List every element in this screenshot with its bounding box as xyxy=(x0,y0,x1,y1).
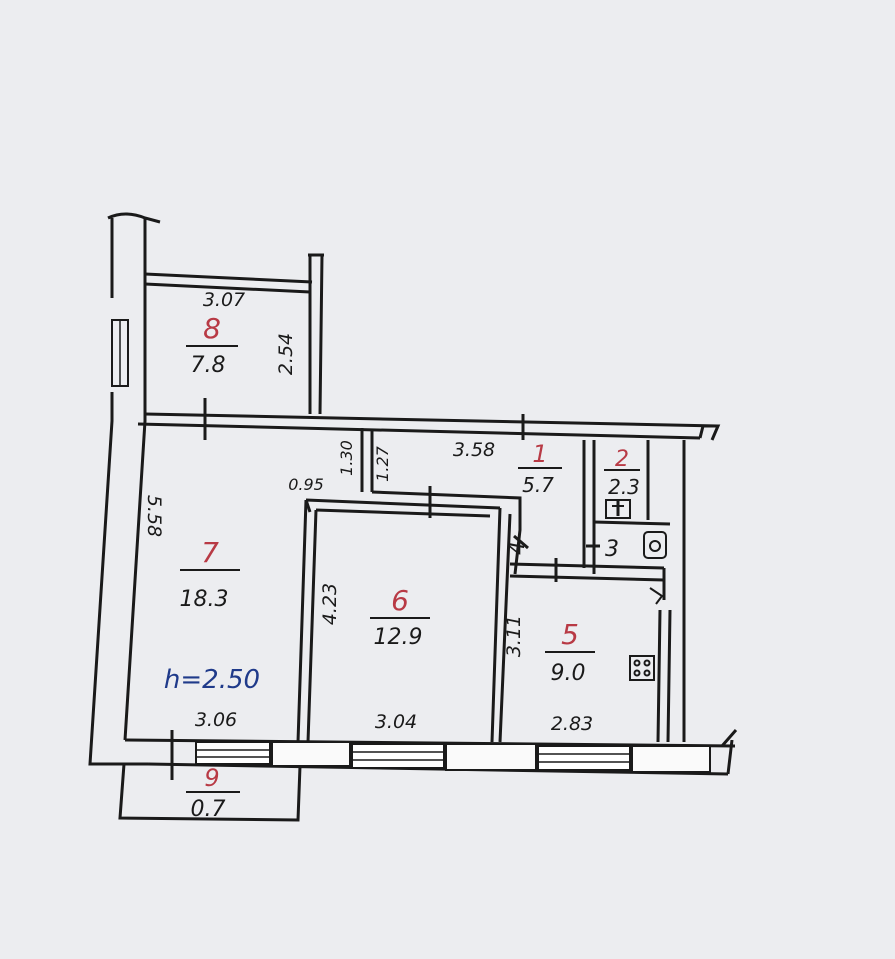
room-number-5: 5 xyxy=(561,618,579,651)
room-area-7: 18.3 xyxy=(180,587,229,612)
window-room7 xyxy=(195,741,271,765)
room-number-9: 9 xyxy=(204,764,219,792)
toilet-icon xyxy=(605,499,631,519)
dim-room7-depth: 5.58 xyxy=(143,495,165,537)
wall-pier-2 xyxy=(445,743,537,771)
dim-corridor-length: 3.58 xyxy=(453,439,495,461)
room1-west-wall xyxy=(371,490,522,575)
room-number-1: 1 xyxy=(532,440,547,468)
room6-top-wall xyxy=(304,498,501,518)
room-area-2: 2.3 xyxy=(608,475,640,499)
balcony-outline xyxy=(118,763,302,822)
south-wall-end xyxy=(720,729,738,775)
room8-top-wall xyxy=(144,272,313,284)
dim-passage-b: 1.27 xyxy=(373,445,392,481)
room-number-7: 7 xyxy=(201,536,219,569)
room-number-2: 2 xyxy=(615,447,629,472)
ceiling-height-note: h=2.50 xyxy=(164,665,260,695)
wall-pier-1 xyxy=(271,741,351,767)
room-area-5: 9.0 xyxy=(551,661,586,686)
window-room6 xyxy=(351,743,445,769)
room7-east-wall xyxy=(360,428,374,492)
number-underlines xyxy=(180,345,640,793)
room-area-9: 0.7 xyxy=(191,797,226,822)
dim-passage-a: 1.30 xyxy=(337,440,356,476)
room-area-1: 5.7 xyxy=(522,473,554,497)
small-room-labels: 3 4 xyxy=(505,537,619,562)
dim-room8-depth: 2.54 xyxy=(275,333,297,375)
mid-wall-end xyxy=(698,424,721,441)
dim-room6-width: 3.04 xyxy=(375,711,417,733)
dim-room5-depth: 3.11 xyxy=(503,615,525,657)
room-number-4: 4 xyxy=(505,541,530,555)
room6-west-wall xyxy=(296,499,318,743)
dim-door-gap: 0.95 xyxy=(288,475,324,494)
window-room5 xyxy=(537,745,631,771)
room6-east-wall xyxy=(490,507,512,743)
room8-east-wall xyxy=(308,254,324,415)
mid-wall-bottom xyxy=(137,422,701,440)
dim-room6-depth: 4.23 xyxy=(319,583,341,625)
room-area-8: 7.8 xyxy=(191,353,226,378)
room-numbers: 8 7 6 5 1 2 9 xyxy=(201,312,629,792)
radiator-mark xyxy=(649,587,664,605)
room-number-8: 8 xyxy=(203,312,221,345)
room-number-3: 3 xyxy=(605,537,619,562)
dim-room7-width: 3.06 xyxy=(195,709,237,731)
walls xyxy=(88,212,738,822)
dim-room5-width: 2.83 xyxy=(551,713,593,735)
room1-east-wall xyxy=(582,440,596,574)
west-wall-inner xyxy=(123,218,147,741)
room5-top-wall xyxy=(509,562,665,582)
room-number-6: 6 xyxy=(391,584,409,617)
dim-room8-width: 3.07 xyxy=(203,289,245,311)
room2-east-wall xyxy=(646,440,686,742)
stove-icon xyxy=(629,655,655,681)
mid-wall-top xyxy=(144,412,719,428)
room4-tick xyxy=(513,534,529,550)
west-wall-outer xyxy=(88,218,148,766)
room8-top-wall-inner xyxy=(144,282,311,294)
room-area-6: 12.9 xyxy=(374,625,423,650)
fixtures xyxy=(605,499,667,681)
west-wall-cap xyxy=(107,212,161,224)
areas: 7.8 18.3 12.9 9.0 5.7 2.3 0.7 xyxy=(180,353,640,822)
room2-room3-divider xyxy=(593,520,671,526)
sink-icon xyxy=(643,531,667,559)
south-windows xyxy=(195,741,711,773)
room5-east-wall xyxy=(656,568,672,743)
dimensions: 3.07 2.54 5.58 3.06 3.58 0.95 1.30 1.27 … xyxy=(143,289,593,735)
wall-pier-3 xyxy=(631,745,711,773)
